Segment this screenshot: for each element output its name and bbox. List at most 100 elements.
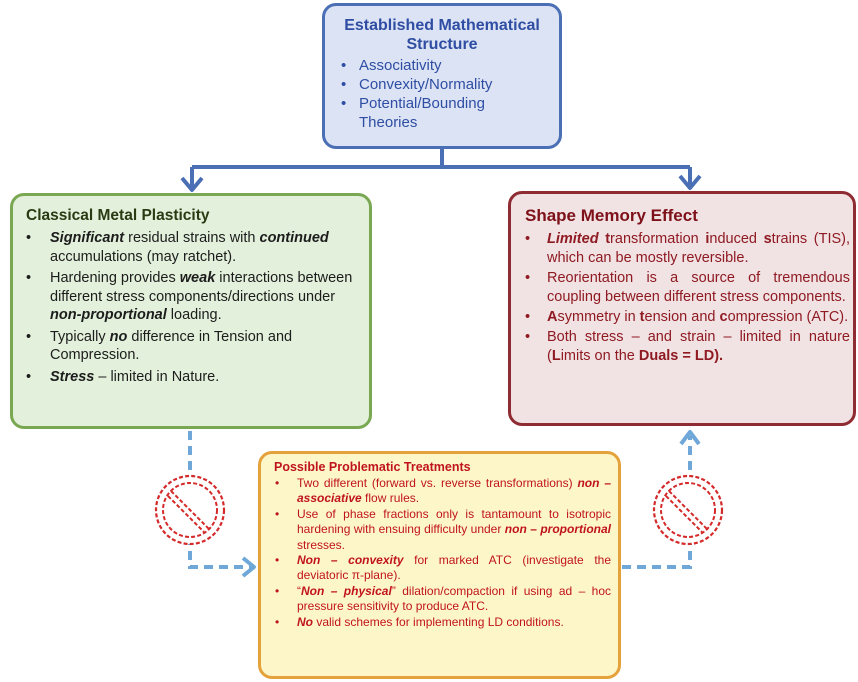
list-item: • Significant residual strains with conti… — [26, 229, 362, 266]
emphasis: uals = LD). — [649, 348, 724, 364]
text: Reorientation is a source of tremendous … — [547, 270, 850, 305]
bullet-text: Associativity — [359, 57, 442, 74]
bullet: • — [26, 328, 32, 345]
emphasis: No — [297, 614, 313, 629]
text: – limited in Nature. — [94, 368, 220, 385]
bullet: • — [26, 270, 32, 286]
emphasis: continued — [259, 230, 329, 246]
text: ” — [391, 583, 396, 598]
emphasis: i — [705, 231, 710, 247]
bullet: • — [525, 329, 531, 345]
bullet: • — [341, 57, 347, 74]
dashed-arrow-left-head — [241, 556, 256, 578]
text: Hardening provides — [50, 270, 180, 286]
top-box-title: Established Mathematical Structure — [325, 16, 559, 54]
text: imits on the — [560, 348, 639, 364]
bullet-text: Potential/Bounding — [359, 95, 485, 112]
text: trains (TIS), which can be mostly revers… — [547, 231, 851, 266]
emphasis: weak — [179, 270, 216, 286]
bullet: • — [275, 553, 280, 568]
text: residual strains with — [124, 230, 260, 246]
list-item: • Non – convexity for marked ATC (investi… — [275, 553, 611, 584]
emphasis: t — [605, 231, 611, 247]
list-item: • Use of phase fractions only is tantamou… — [275, 507, 611, 553]
text: flow rules. — [361, 491, 420, 506]
bullet: • — [275, 583, 280, 598]
left-box-title: Classical Metal Plasticity — [26, 207, 210, 224]
problematic-treatments-box: Possible Problematic Treatments • Two dif… — [258, 451, 621, 679]
top-bullet-list: • Associativity •Convexity/Normality • Pot… — [341, 56, 559, 132]
top-title-line2: Structure — [406, 36, 478, 53]
right-box-title: Shape Memory Effect — [525, 206, 698, 225]
text: interactions between different stress co… — [50, 270, 353, 305]
list-item: • Two different (forward vs. reverse tran… — [275, 476, 611, 507]
text: difference in Tension and Compression. — [50, 328, 293, 364]
emphasis: Stress — [50, 368, 95, 385]
list-item: • Asymmetry in tension and compression (A… — [525, 308, 850, 327]
text: stresses. — [297, 537, 346, 552]
bottom-bullet-list: • Two different (forward vs. reverse tran… — [275, 476, 611, 630]
text: Use of phase fractions only is tantamoun… — [297, 506, 611, 537]
prohibition-sign-icon — [652, 474, 724, 546]
emphasis: non-proportional — [50, 307, 167, 323]
emphasis: A — [547, 309, 558, 325]
list-item: •Convexity/Normality — [341, 75, 559, 94]
text: Typically — [50, 328, 110, 345]
bullet: • — [26, 368, 32, 385]
text: dilation/compaction if using ad – hoc pr… — [297, 583, 611, 614]
emphasis: Non – physical — [301, 583, 392, 598]
text: “ — [297, 583, 301, 598]
emphasis: non – proportional — [504, 522, 612, 537]
list-item: • No valid schemes for implementing LD co… — [275, 615, 611, 630]
text: loading. — [166, 307, 222, 323]
text: Two different (forward vs. reverse trans… — [297, 476, 578, 490]
bullet: • — [26, 230, 32, 246]
list-item: •Limited transformation induced strains … — [525, 230, 850, 268]
emphasis: non – associative — [297, 476, 611, 506]
list-item: • Both stress – and strain – limited in n… — [525, 328, 850, 366]
emphasis: t — [639, 309, 645, 325]
text: ompression (ATC). — [727, 309, 849, 325]
bullet: • — [275, 614, 280, 629]
bullet: • — [525, 270, 531, 286]
established-structure-box: Established Mathematical Structure • Asso… — [322, 3, 562, 149]
list-item: • Stress – limited in Nature. — [26, 368, 362, 387]
text: nduced — [709, 231, 764, 247]
list-item: • “Non – physical” dilation/compaction if… — [275, 584, 611, 615]
bullet: • — [341, 95, 347, 112]
bullet: • — [275, 506, 280, 521]
dashed-arrow-right-head — [679, 430, 701, 446]
bullet-text: Theories — [359, 114, 418, 131]
emphasis: Limited — [547, 231, 599, 247]
emphasis: Non – convexity — [297, 553, 404, 568]
right-bullet-list: •Limited transformation induced strains … — [525, 230, 850, 366]
text: Both stress – and strain – limited in na… — [547, 329, 850, 364]
arrow-to-left-head — [180, 176, 204, 192]
bullet: • — [525, 231, 531, 247]
text: valid schemes for implementing LD condit… — [313, 614, 564, 629]
list-item: • Reorientation is a source of tremendous… — [525, 269, 850, 307]
bullet: • — [525, 309, 531, 325]
text: ension and — [644, 309, 720, 325]
bottom-box-title: Possible Problematic Treatments — [274, 460, 471, 474]
bullet-text: Convexity/Normality — [359, 76, 493, 93]
arrow-to-right-head — [678, 174, 702, 190]
left-bullet-list: • Significant residual strains with conti… — [26, 229, 362, 386]
prohibition-sign-icon — [154, 474, 226, 546]
text: for marked ATC (investigate the deviator… — [297, 553, 612, 583]
solid-connector — [192, 149, 690, 169]
text: ransformation — [610, 231, 706, 247]
list-item: • Hardening provides weak interactions be… — [26, 269, 362, 325]
emphasis: no — [109, 328, 128, 345]
list-item: • Associativity — [341, 56, 559, 75]
text: accumulations (may ratchet). — [50, 248, 237, 265]
emphasis: D — [638, 348, 650, 364]
list-item: • Typically no difference in Tension and … — [26, 328, 362, 365]
text: symmetry in — [557, 309, 640, 325]
bullet: • — [275, 476, 280, 490]
emphasis: Significant — [50, 230, 125, 246]
emphasis: c — [719, 309, 728, 325]
shape-memory-box: Shape Memory Effect •Limited transformat… — [508, 191, 856, 426]
emphasis: L — [551, 348, 561, 364]
